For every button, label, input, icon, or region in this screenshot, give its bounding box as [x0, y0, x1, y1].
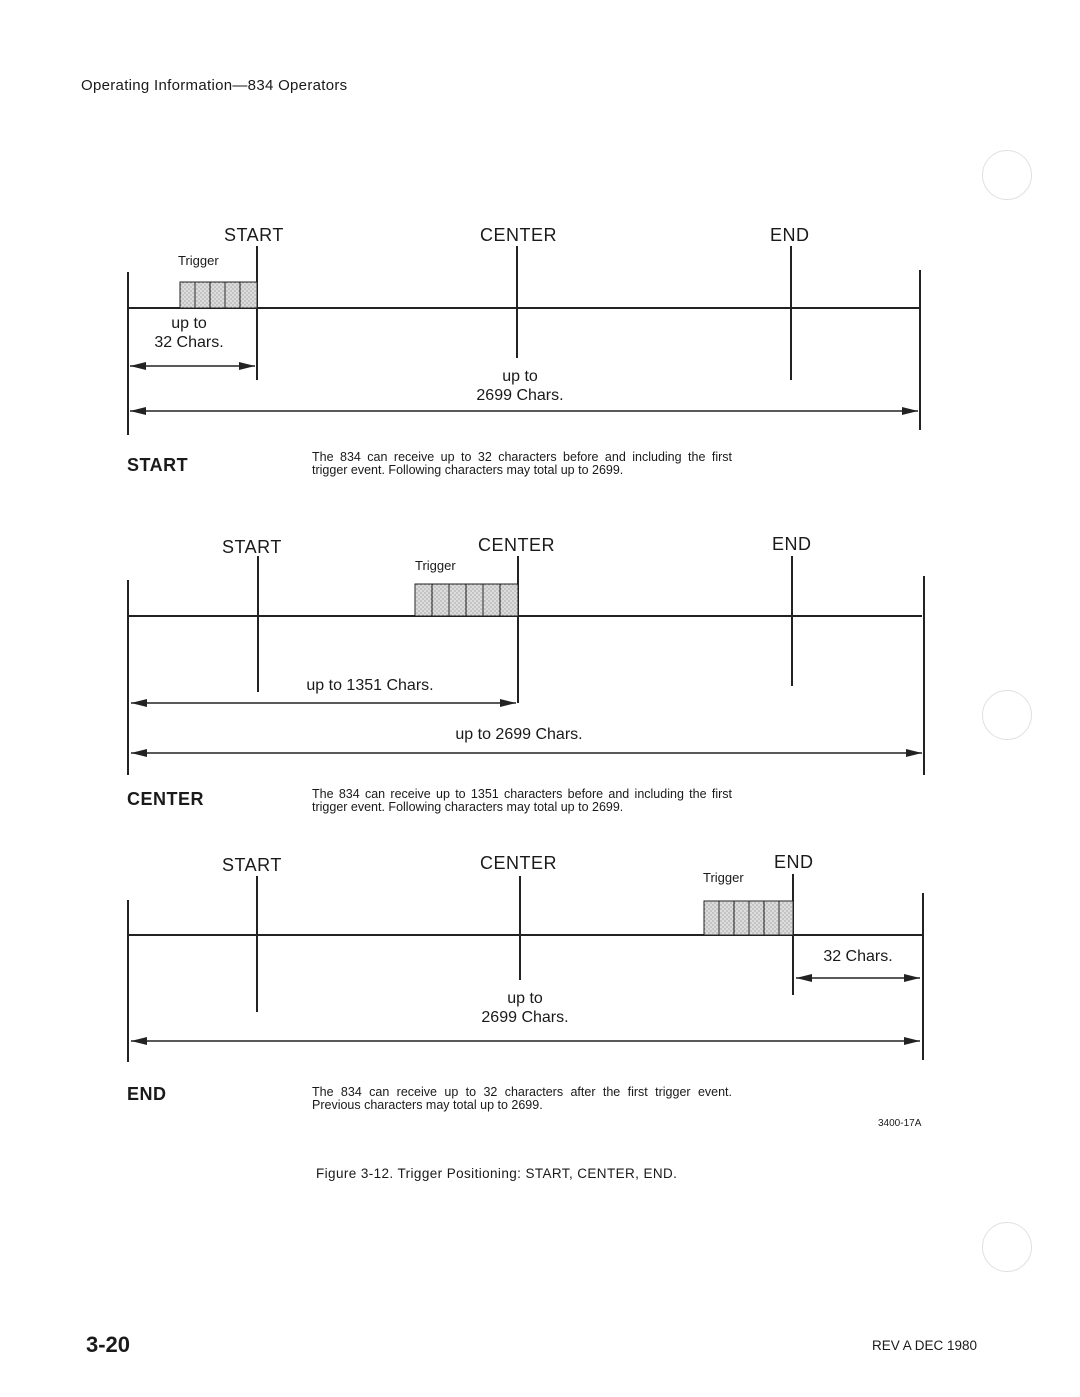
trigger-buffer: [179, 281, 258, 309]
mode-description: The 834 can receive up to 32 characters …: [312, 450, 732, 477]
pre-trigger-note: up to 32 Chars.: [154, 315, 224, 351]
start-label: START: [222, 855, 282, 875]
end-label: END: [772, 534, 812, 554]
figure-id: 3400-17A: [878, 1118, 922, 1129]
pre-trigger-arrow: [131, 699, 516, 707]
post-trigger-note: 32 Chars.: [823, 948, 893, 965]
timeline-end-svg: [127, 874, 924, 1062]
pre-trigger-arrow: [130, 362, 255, 370]
total-arrow: [131, 1037, 920, 1045]
center-label: CENTER: [480, 853, 558, 873]
trigger-buffer: [414, 583, 519, 617]
pre-trigger-note: up to 1351 Chars.: [306, 677, 434, 694]
figure-caption: Figure 3-12. Trigger Positioning: START,…: [316, 1166, 678, 1181]
binder-hole: [982, 1222, 1032, 1272]
total-arrow: [130, 407, 918, 415]
diagram-center: START CENTER END Trigger up to 1351 Char…: [127, 534, 925, 814]
mode-label: CENTER: [127, 789, 205, 809]
trigger-label: Trigger: [415, 558, 456, 573]
total-note: up to 2699 Chars.: [476, 368, 564, 404]
mode-description: The 834 can receive up to 32 characters …: [312, 1085, 732, 1112]
total-note: up to 2699 Chars.: [481, 990, 569, 1026]
diagram-start: START CENTER END Trigger up to 32 Chars.…: [0, 0, 1080, 500]
total-arrow: [131, 749, 922, 757]
start-label: START: [222, 537, 282, 557]
total-note: up to 2699 Chars.: [455, 726, 583, 743]
running-header: Operating Information—834 Operators: [81, 77, 348, 94]
center-label: CENTER: [478, 535, 556, 555]
page-number: 3-20: [86, 1332, 131, 1357]
trigger-label: Trigger: [178, 253, 219, 268]
start-label: START: [224, 225, 284, 245]
trigger-buffer: [703, 900, 794, 936]
end-label: END: [774, 852, 814, 872]
revision-note: REV A DEC 1980: [872, 1338, 978, 1353]
trigger-label: Trigger: [703, 870, 744, 885]
mode-label: END: [127, 1084, 167, 1104]
timeline-start-svg: [127, 246, 921, 435]
post-trigger-arrow: [796, 974, 920, 982]
mode-description: The 834 can receive up to 1351 character…: [312, 787, 732, 814]
timeline-center-svg: [127, 556, 925, 775]
binder-hole: [982, 690, 1032, 740]
mode-label: START: [127, 455, 189, 475]
center-label: CENTER: [480, 225, 558, 245]
end-label: END: [770, 225, 810, 245]
binder-hole: [982, 150, 1032, 200]
diagram-end: START CENTER END Trigger 32 Chars. up to…: [127, 852, 924, 1112]
